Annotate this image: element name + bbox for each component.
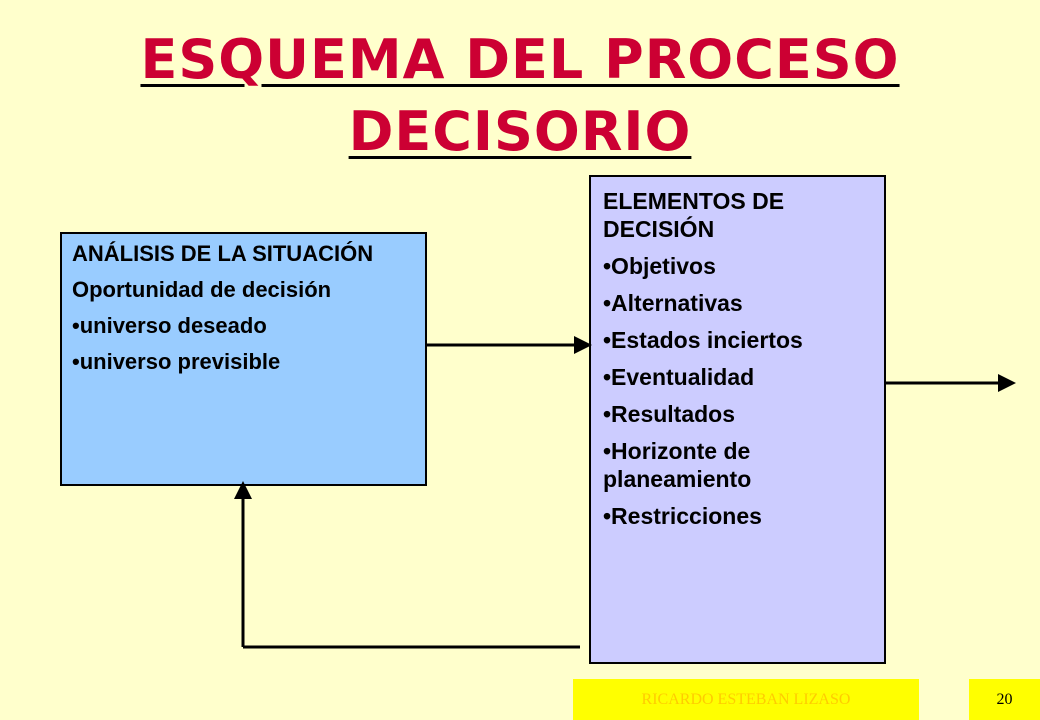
page-title-line-1: ESQUEMA DEL PROCESO (140, 28, 900, 91)
elements-item: •Restricciones (603, 503, 762, 529)
footer-page-number: 20 (969, 679, 1040, 720)
analysis-heading: ANÁLISIS DE LA SITUACIÓN (72, 241, 374, 266)
footer-author: RICARDO ESTEBAN LIZASO (573, 679, 919, 720)
analysis-subheading: Oportunidad de decisión (72, 277, 332, 302)
elements-item: •Horizonte de planeamiento (603, 438, 752, 492)
elements-item: •Objetivos (603, 253, 716, 279)
elements-item: •Alternativas (603, 290, 743, 316)
analysis-box: ANÁLISIS DE LA SITUACIÓN Oportunidad de … (60, 232, 427, 486)
elements-item: •Estados inciertos (603, 327, 803, 353)
arrow-analysis-to-elements (427, 336, 592, 354)
analysis-item: •universo deseado (72, 313, 267, 338)
arrow-elements-to-output (886, 374, 1016, 392)
elements-item: •Eventualidad (603, 364, 755, 390)
elements-box: ELEMENTOS DE DECISIÓN •Objetivos •Altern… (589, 175, 886, 664)
elements-heading: ELEMENTOS DE DECISIÓN (603, 188, 785, 242)
analysis-item: •universo previsible (72, 349, 281, 374)
page-title-line-2: DECISORIO (348, 100, 692, 163)
elements-item: •Resultados (603, 401, 736, 427)
arrow-feedback-loop (234, 481, 580, 649)
